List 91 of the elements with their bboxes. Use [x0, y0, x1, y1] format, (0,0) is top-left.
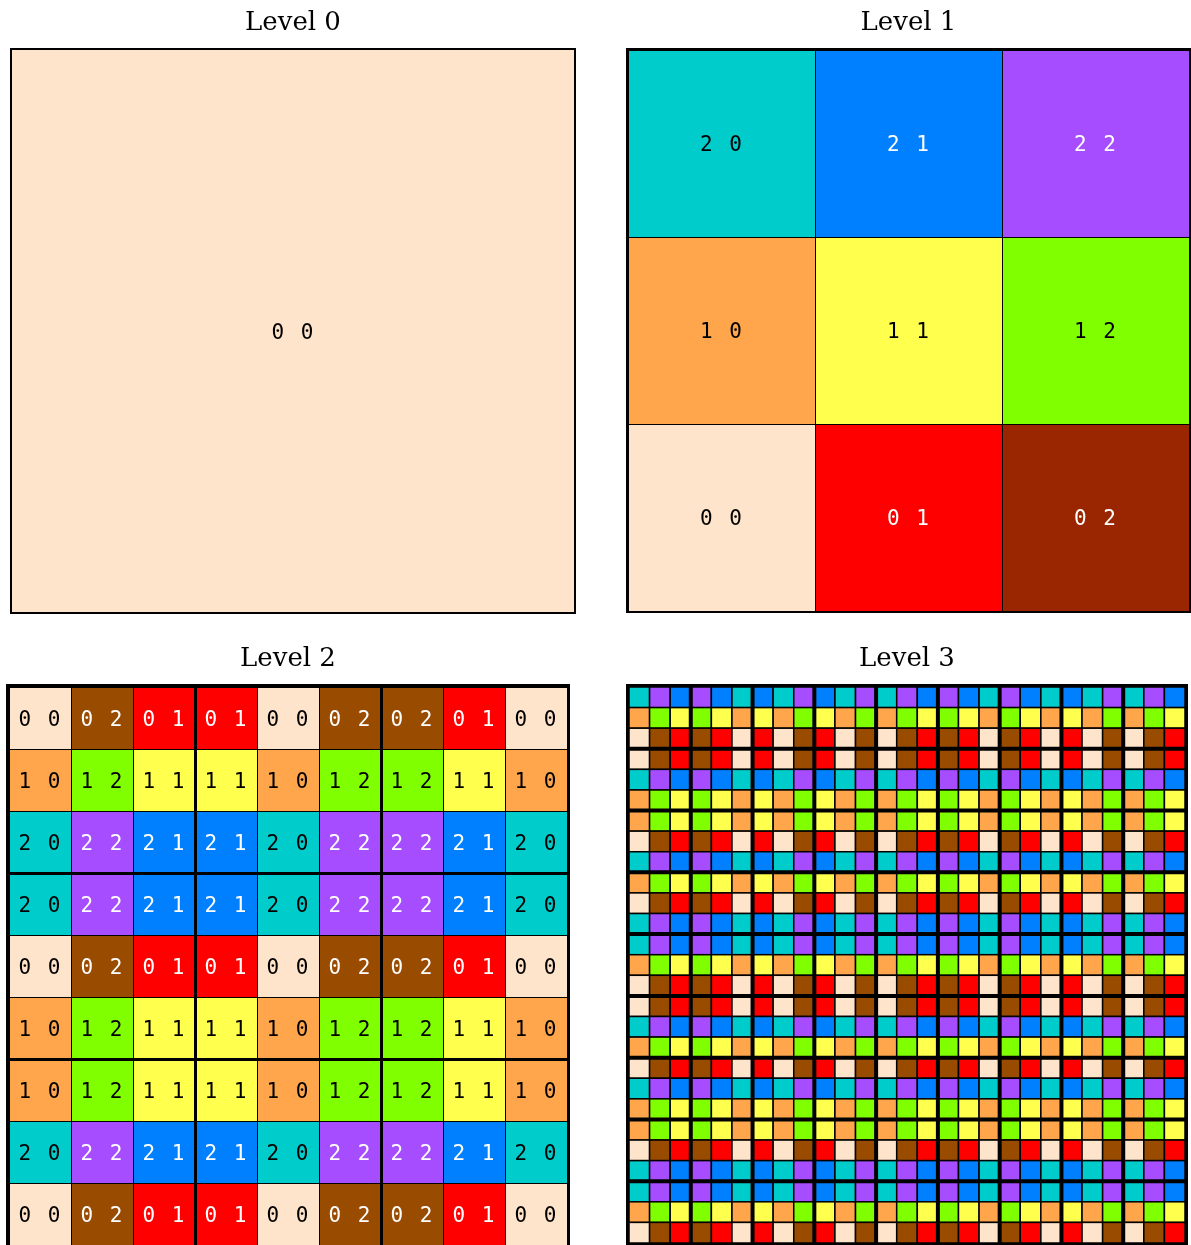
color-tile: 2 2 [71, 1121, 134, 1184]
color-tile: 2 1 [133, 1121, 196, 1184]
color-tile: 0 2 [71, 687, 134, 750]
color-tile: 2 2 [381, 1121, 444, 1184]
color-tile: 1 1 [133, 997, 196, 1060]
color-tile: 2 1 [195, 811, 258, 874]
color-tile: 1 1 [133, 1059, 196, 1122]
color-tile: 0 1 [443, 935, 506, 998]
color-tile: 1 2 [381, 997, 444, 1060]
color-tile: 2 2 [1002, 50, 1189, 238]
color-tile: 0 1 [133, 687, 196, 750]
color-tile: 2 0 [505, 873, 567, 936]
color-tile: 0 0 [257, 935, 320, 998]
color-tile: 2 0 [257, 873, 320, 936]
color-tile: 1 2 [319, 749, 382, 812]
color-tile: 0 0 [505, 935, 567, 998]
color-tile: 2 0 [257, 811, 320, 874]
color-tile: 1 0 [9, 997, 72, 1060]
color-tile: 2 2 [71, 873, 134, 936]
color-tile: 1 2 [319, 1059, 382, 1122]
color-tile: 1 1 [195, 997, 258, 1060]
color-tile: 2 1 [195, 1121, 258, 1184]
color-tile: 0 2 [71, 1183, 134, 1245]
color-tile: 1 2 [71, 997, 134, 1060]
color-tile: 1 0 [257, 997, 320, 1060]
color-tile: 2 2 [319, 811, 382, 874]
color-tile: 2 1 [133, 873, 196, 936]
color-tile: 0 0 [628, 424, 816, 611]
color-tile: 1 2 [71, 749, 134, 812]
color-tile: 1 0 [505, 997, 567, 1060]
color-tile: 1 0 [628, 237, 816, 425]
color-tile: 2 2 [319, 873, 382, 936]
color-tile: 0 2 [381, 935, 444, 998]
color-tile: 1 0 [9, 1059, 72, 1122]
color-tile: 1 1 [195, 749, 258, 812]
color-tile: 0 2 [1002, 424, 1189, 611]
color-tile: 2 2 [381, 811, 444, 874]
color-tile: 2 0 [9, 1121, 72, 1184]
color-tile: 0 2 [381, 1183, 444, 1245]
color-tile: 1 1 [815, 237, 1003, 425]
color-tile: 1 0 [257, 749, 320, 812]
color-tile: 2 0 [9, 873, 72, 936]
color-tile: 1 0 [257, 1059, 320, 1122]
color-tile: 0 2 [71, 935, 134, 998]
color-tile: 1 2 [319, 997, 382, 1060]
color-tile: 0 2 [381, 687, 444, 750]
color-tile: 1 0 [505, 749, 567, 812]
color-tile: 0 0 [9, 935, 72, 998]
color-tile: 1 2 [71, 1059, 134, 1122]
color-tile: 2 1 [443, 811, 506, 874]
color-tile: 0 0 [9, 687, 72, 750]
color-tile: 2 0 [505, 1121, 567, 1184]
color-tile: 2 1 [443, 873, 506, 936]
color-tile: 0 0 [505, 687, 567, 750]
panel-title: Level 1 [859, 6, 958, 36]
color-tile: 2 2 [71, 811, 134, 874]
color-tile: 2 0 [505, 811, 567, 874]
color-tile: 1 1 [443, 749, 506, 812]
color-tile: 0 1 [195, 935, 258, 998]
color-tile: 0 2 [319, 1183, 382, 1245]
color-tile: 0 0 [505, 1183, 567, 1245]
color-tile: 2 1 [443, 1121, 506, 1184]
color-tile: 1 2 [1002, 237, 1189, 425]
color-tile: 1 0 [505, 1059, 567, 1122]
color-tile: 2 1 [815, 50, 1003, 238]
color-tile: 0 1 [815, 424, 1003, 611]
color-tile: 0 0 [9, 1183, 72, 1245]
color-tile: 2 0 [257, 1121, 320, 1184]
color-tile: 1 1 [443, 1059, 506, 1122]
color-tile: 0 2 [319, 687, 382, 750]
color-tile: 0 0 [257, 1183, 320, 1245]
color-tile: 2 0 [628, 50, 816, 238]
color-tile: 0 1 [443, 1183, 506, 1245]
panel-title: Level 2 [239, 642, 337, 672]
color-tile: 2 0 [9, 811, 72, 874]
color-tile: 2 2 [319, 1121, 382, 1184]
color-tile: 0 2 [319, 935, 382, 998]
color-tile: 0 1 [195, 687, 258, 750]
color-tile: 0 1 [443, 687, 506, 750]
color-tile: 0 0 [12, 50, 574, 612]
color-tile: 0 1 [195, 1183, 258, 1245]
color-tile: 1 2 [381, 749, 444, 812]
color-tile: 1 0 [9, 749, 72, 812]
color-tile: 0 1 [133, 1183, 196, 1245]
panel-title: Level 0 [244, 6, 342, 36]
color-tile: 0 1 [133, 935, 196, 998]
color-tile: 0 0 [257, 687, 320, 750]
color-tile: 1 1 [133, 749, 196, 812]
color-tile: 2 1 [133, 811, 196, 874]
color-tile: 1 1 [443, 997, 506, 1060]
panel-title: Level 3 [858, 642, 956, 672]
